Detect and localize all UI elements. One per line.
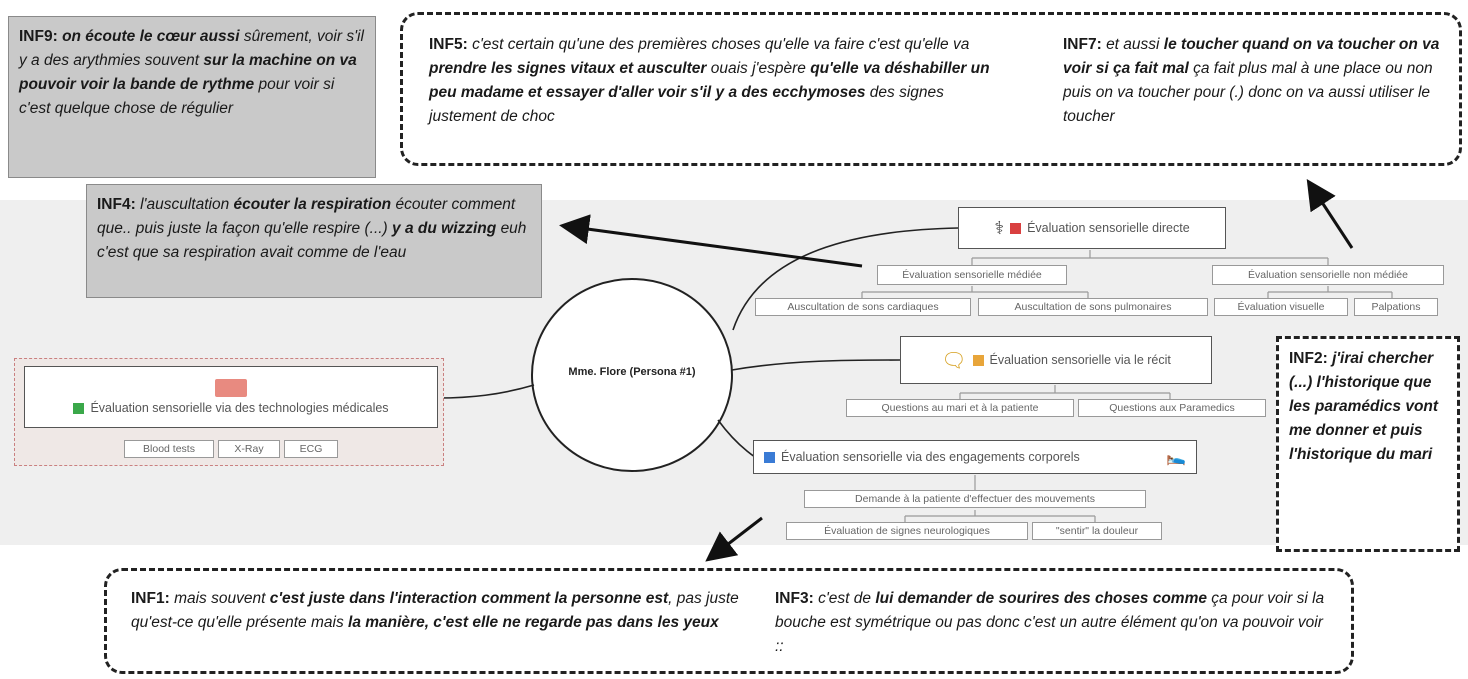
node-direct: ⚕ Évaluation sensorielle directe: [958, 207, 1226, 249]
quote-box-inf1-inf3: INF1: mais souvent c'est juste dans l'in…: [104, 568, 1354, 674]
node-non-mediated: Évaluation sensorielle non médiée: [1212, 265, 1444, 285]
node-body-label: Évaluation sensorielle via des engagemen…: [781, 450, 1080, 464]
node-tech-label: Évaluation sensorielle via des technolog…: [90, 401, 389, 415]
center-ellipse: [531, 278, 733, 472]
center-label: Mme. Flore (Persona #1): [568, 366, 696, 378]
quote-box-inf5-inf7: INF5: c'est certain qu'une des premières…: [400, 12, 1462, 166]
stethoscope-icon: ⚕: [994, 217, 1005, 238]
node-visual: Évaluation visuelle: [1214, 298, 1348, 316]
node-mediated: Évaluation sensorielle médiée: [877, 265, 1067, 285]
branch-tech: [437, 384, 535, 399]
node-q-husband: Questions au mari et à la patiente: [846, 399, 1074, 417]
branch-story: [731, 359, 901, 371]
blue-square-icon: [764, 451, 775, 463]
quote-inf4: INF4: l'auscultation écouter la respirat…: [86, 184, 542, 298]
quote-inf7: INF7: et aussi le toucher quand on va to…: [1063, 36, 1440, 125]
node-heart: Auscultation de sons cardiaques: [755, 298, 971, 316]
quote-inf2: INF2: j'irai chercher (...) l'historique…: [1276, 336, 1460, 552]
node-direct-label: Évaluation sensorielle directe: [1027, 221, 1190, 235]
speech-bubbles-icon: 🗨: [941, 349, 967, 372]
quote-inf1: INF1: mais souvent c'est juste dans l'in…: [131, 590, 739, 631]
arrow-to-inf7: [1306, 178, 1354, 249]
node-neuro: Évaluation de signes neurologiques: [786, 522, 1028, 540]
arrow-to-inf1: [705, 516, 763, 562]
green-square-icon: [73, 402, 85, 414]
arrow-to-inf4: [559, 214, 863, 268]
node-pain: "sentir" la douleur: [1032, 522, 1162, 540]
body-figure-icon: 🛌: [1166, 449, 1186, 466]
branch-direct: [732, 227, 959, 331]
node-palp: Palpations: [1354, 298, 1438, 316]
quote-inf5: INF5: c'est certain qu'une des premières…: [429, 36, 990, 125]
node-tech: Évaluation sensorielle via des technolog…: [24, 366, 438, 428]
node-body: Évaluation sensorielle via des engagemen…: [753, 440, 1197, 474]
node-story: 🗨 Évaluation sensorielle via le récit: [900, 336, 1212, 384]
node-ecg: ECG: [284, 440, 338, 458]
quote-inf3: INF3: c'est de lui demander de sourires …: [775, 590, 1325, 655]
medical-device-icon: [215, 379, 247, 397]
red-square-icon: [1010, 222, 1022, 234]
quote-inf9: INF9: on écoute le cœur aussi sûrement, …: [8, 16, 376, 178]
node-moves: Demande à la patiente d'effectuer des mo…: [804, 490, 1146, 508]
node-lung: Auscultation de sons pulmonaires: [978, 298, 1208, 316]
orange-square-icon: [972, 354, 984, 366]
node-blood: Blood tests: [124, 440, 214, 458]
node-story-label: Évaluation sensorielle via le récit: [989, 353, 1171, 367]
node-q-para: Questions aux Paramedics: [1078, 399, 1266, 417]
node-xray: X-Ray: [218, 440, 280, 458]
